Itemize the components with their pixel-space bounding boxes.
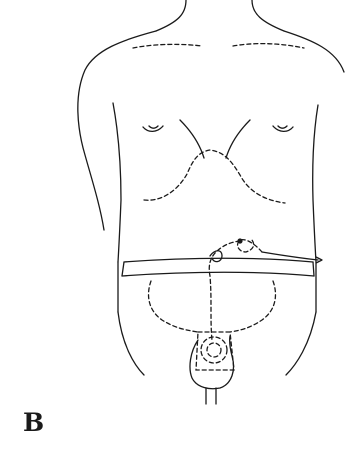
waist-belt <box>122 272 314 276</box>
pelvis-dashed <box>149 281 198 332</box>
right-leg-outline <box>286 312 316 375</box>
neck-outline <box>156 0 186 31</box>
left-armpit-line <box>113 103 121 262</box>
left-leg-outline <box>118 312 144 375</box>
left-nipple <box>149 126 158 128</box>
waist-belt <box>313 262 314 276</box>
right-clavicle-dashed <box>233 44 304 48</box>
right-pectoral-line <box>226 120 250 158</box>
catheter-path-dashed <box>209 241 240 340</box>
catheter-cuff <box>210 251 222 262</box>
rib-cage-dashed <box>144 150 285 203</box>
scrotal-pocket-dashed <box>196 332 234 370</box>
catheter-coil-dashed <box>207 343 221 357</box>
pelvis-dashed <box>230 281 275 332</box>
left-clavicle-dashed <box>133 44 202 48</box>
left-pectoral-line <box>180 120 204 158</box>
right-nipple <box>278 126 287 128</box>
right-shoulder-arm-outline <box>284 31 344 72</box>
right-armpit-line <box>313 105 318 262</box>
neck-outline <box>252 0 284 31</box>
waist-belt <box>122 262 124 276</box>
catheter-coil-dashed <box>201 337 227 363</box>
panel-label: B <box>23 410 44 435</box>
